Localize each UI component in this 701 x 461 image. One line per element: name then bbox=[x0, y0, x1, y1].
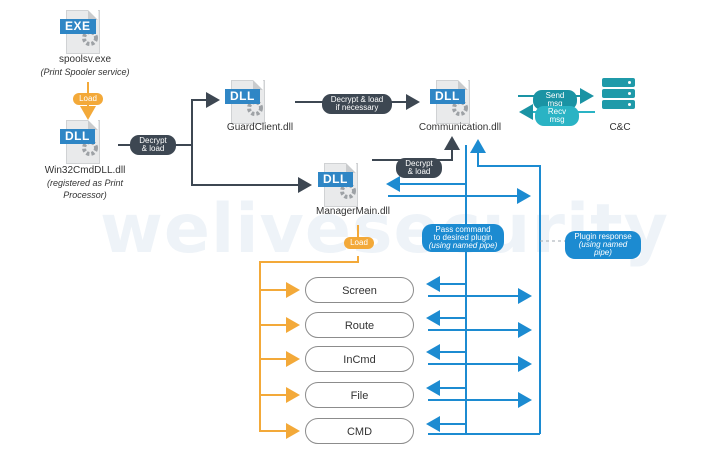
exe-sub: (Print Spooler service) bbox=[40, 67, 130, 77]
recv-msg-pill: Recv msg bbox=[535, 106, 579, 126]
cnc-label: C&C bbox=[609, 122, 631, 133]
plugin-response-pill: Plugin response (using named pipe) bbox=[565, 231, 641, 259]
plugin-route: Route bbox=[305, 312, 414, 338]
managermain-name: ManagerMain.dll bbox=[316, 206, 390, 217]
exe-file-icon: EXE bbox=[60, 10, 108, 56]
win32-name: Win32CmdDLL.dll bbox=[44, 165, 126, 176]
guard-tag: DLL bbox=[225, 89, 260, 104]
decrypt-load-pill-2: Decrypt & load bbox=[396, 158, 442, 178]
communication-dll-icon: DLL bbox=[430, 80, 478, 126]
guardclient-name: GuardClient.dll bbox=[226, 122, 294, 133]
plugin-screen: Screen bbox=[305, 277, 414, 303]
pass-command-line2: to desired plugin bbox=[433, 233, 493, 242]
win32-label: Win32CmdDLL.dll (registered as Print Pro… bbox=[30, 165, 140, 201]
load-pill-2: Load bbox=[344, 237, 374, 249]
decrypt-load-necessary-pill: Decrypt & load if necessary bbox=[322, 94, 392, 114]
send-msg-pill: Send msg bbox=[533, 90, 577, 110]
guardclient-dll-icon: DLL bbox=[225, 80, 273, 126]
win32-tag: DLL bbox=[60, 129, 95, 144]
plugin-incmd: InCmd bbox=[305, 346, 414, 372]
win32-sub: (registered as Print Processor) bbox=[46, 178, 124, 200]
pass-command-pill: Pass command to desired plugin (using na… bbox=[422, 224, 504, 252]
win32-dll-icon: DLL bbox=[60, 120, 108, 166]
load-pill-1: Load bbox=[73, 93, 103, 105]
plugin-cmd: CMD bbox=[305, 418, 414, 444]
pass-command-line3: (using named pipe) bbox=[428, 241, 498, 250]
plugin-file: File bbox=[305, 382, 414, 408]
manager-tag: DLL bbox=[318, 172, 353, 187]
exe-name: spoolsv.exe bbox=[58, 54, 112, 65]
exe-tag: EXE bbox=[60, 19, 96, 34]
decrypt-load-pill-1: Decrypt & load bbox=[130, 135, 176, 155]
pass-command-line1: Pass command bbox=[435, 225, 491, 234]
comm-tag: DLL bbox=[430, 89, 465, 104]
plugin-response-line1: Plugin response bbox=[574, 232, 632, 241]
exe-label: spoolsv.exe (Print Spooler service) bbox=[20, 54, 150, 78]
communication-name: Communication.dll bbox=[418, 122, 502, 133]
managermain-dll-icon: DLL bbox=[318, 163, 366, 209]
plugin-response-line2: (using named pipe) bbox=[578, 240, 628, 257]
